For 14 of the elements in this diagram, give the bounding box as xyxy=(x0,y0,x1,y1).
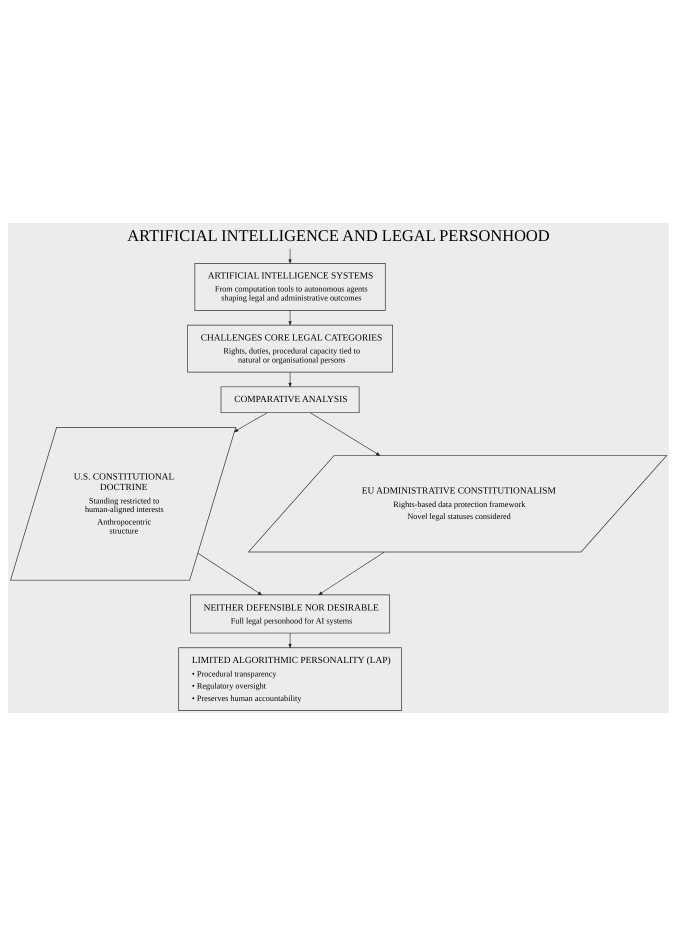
node-box: NEITHER DEFENSIBLE NOR DESIRABLE Full legal personhood for AI systems xyxy=(190,594,390,633)
arrow xyxy=(288,632,292,648)
arrow xyxy=(310,412,381,456)
node-box: CHALLENGES CORE LEGAL CATEGORIES Rights, duties, procedural capacity tied to natural or organisational persons xyxy=(187,324,393,372)
arrow xyxy=(198,552,262,595)
arrow xyxy=(318,551,385,595)
arrow xyxy=(234,412,268,432)
arrow xyxy=(288,248,292,264)
diagram-title: ARTIFICIAL INTELLIGENCE AND LEGAL PERSONHOOD xyxy=(127,225,550,244)
node-box: LIMITED ALGORITHMIC PERSONALITY (LAP) • Procedural transparency • Regulatory oversight • Preserves human accountability xyxy=(178,646,402,710)
arrow xyxy=(288,310,292,326)
arrow xyxy=(288,371,292,388)
node-box: COMPARATIVE ANALYSIS xyxy=(220,386,360,413)
node-box: ARTIFICIAL INTELLIGENCE SYSTEMS From computation tools to autonomous agents shaping legal and administrative outcomes xyxy=(194,262,386,310)
